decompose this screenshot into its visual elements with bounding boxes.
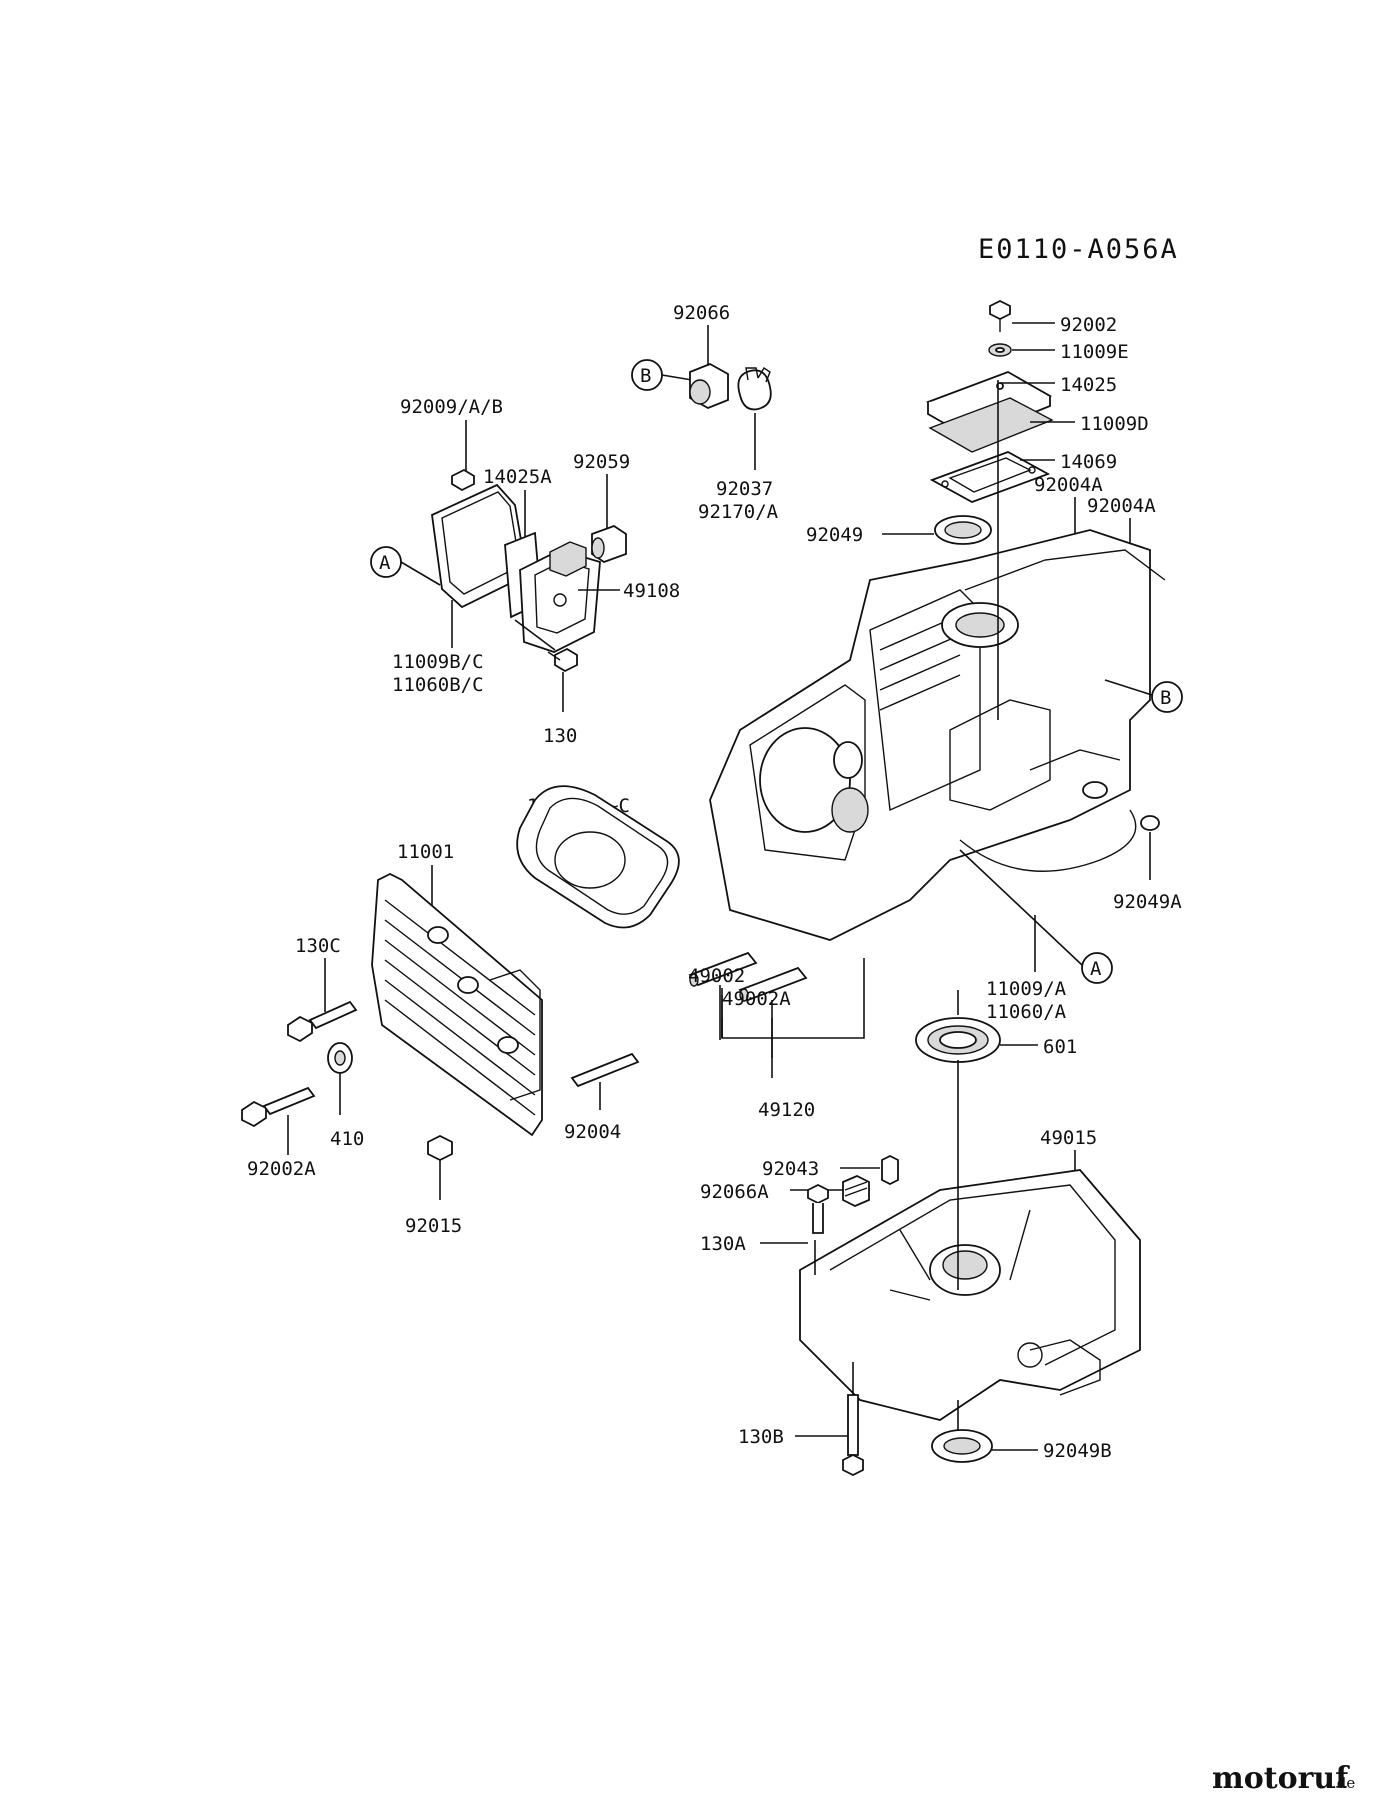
cylinder-head-11001[interactable] xyxy=(371,872,543,1137)
label-92049A: 92049A xyxy=(1113,891,1182,913)
bolt-130[interactable] xyxy=(547,647,578,673)
bearing-601[interactable] xyxy=(915,1017,1001,1063)
label-92015: 92015 xyxy=(405,1215,462,1237)
dowel-49002[interactable] xyxy=(688,951,758,987)
watermark-suffix: .de xyxy=(1332,1774,1355,1792)
label-49108: 49108 xyxy=(623,580,680,602)
svg-text:B: B xyxy=(640,365,651,387)
label-92002A: 92002A xyxy=(247,1158,316,1180)
label-92002: 92002 xyxy=(1060,314,1117,336)
label-92004A-2: 92004A xyxy=(1087,495,1156,517)
plug-92066A[interactable] xyxy=(842,1175,870,1207)
label-130B: 130B xyxy=(738,1426,784,1448)
label-92066: 92066 xyxy=(673,302,730,324)
label-92043: 92043 xyxy=(762,1158,819,1180)
cylinder-block[interactable] xyxy=(709,529,1166,941)
label-11001: 11001 xyxy=(397,841,454,863)
bolt-130C[interactable] xyxy=(287,1000,358,1043)
label-92004A-1: 92004A xyxy=(1034,474,1103,496)
head-gasket-11004[interactable] xyxy=(516,785,680,929)
label-92049B: 92049B xyxy=(1043,1440,1112,1462)
label-11060A: 11060/A xyxy=(986,1001,1067,1023)
watermark-brand: motoruf xyxy=(1212,1761,1350,1796)
label-130: 130 xyxy=(543,725,577,747)
svg-text:B: B xyxy=(1160,687,1171,709)
diagram-id: E0110-A056A xyxy=(978,234,1179,265)
callout-a-left[interactable]: A xyxy=(370,546,402,578)
bolt-92002A[interactable] xyxy=(241,1086,316,1128)
pin-92043[interactable] xyxy=(881,1154,899,1186)
label-130C: 130C xyxy=(295,935,341,957)
label-49015: 49015 xyxy=(1040,1127,1097,1149)
label-410: 410 xyxy=(330,1128,364,1150)
bolt-130A[interactable] xyxy=(807,1183,829,1234)
washer-410[interactable] xyxy=(327,1042,353,1074)
screw-92002[interactable] xyxy=(989,299,1011,332)
label-11009BC: 11009B/C xyxy=(392,651,484,673)
dowel-49002A[interactable] xyxy=(738,966,808,1002)
callout-b-right[interactable]: B xyxy=(1151,681,1183,713)
washer-11009E[interactable] xyxy=(988,343,1012,357)
label-14025A: 14025A xyxy=(483,466,552,488)
label-92059: 92059 xyxy=(573,451,630,473)
plug-92066[interactable] xyxy=(689,363,729,409)
label-49120: 49120 xyxy=(758,1099,815,1121)
label-49002A: 49002A xyxy=(722,988,791,1010)
label-92037: 92037 xyxy=(716,478,773,500)
label-11009A: 11009/A xyxy=(986,978,1067,1000)
clip-92037[interactable] xyxy=(737,367,772,411)
sleeve-92059[interactable] xyxy=(591,524,627,564)
label-49002: 49002 xyxy=(688,965,745,987)
label-601: 601 xyxy=(1043,1036,1077,1058)
callout-a-right[interactable]: A xyxy=(1081,952,1113,984)
label-92049: 92049 xyxy=(806,524,863,546)
seal-92049B[interactable] xyxy=(931,1429,993,1463)
stud-92004[interactable] xyxy=(570,1052,640,1088)
label-11009D: 11009D xyxy=(1080,413,1149,435)
label-11009E: 11009E xyxy=(1060,341,1129,363)
breather-49108[interactable] xyxy=(519,541,601,653)
callout-b-top[interactable]: B xyxy=(631,359,663,391)
svg-text:A: A xyxy=(1090,958,1102,980)
bolt-130B[interactable] xyxy=(842,1394,864,1477)
label-92009: 92009/A/B xyxy=(400,396,503,418)
label-130A: 130A xyxy=(700,1233,746,1255)
label-92004: 92004 xyxy=(564,1121,621,1143)
seal-92049[interactable] xyxy=(934,515,992,545)
seal-92049A[interactable] xyxy=(1140,815,1160,831)
svg-text:A: A xyxy=(379,552,391,574)
watermark-logo: motoruf .de xyxy=(1212,1761,1355,1796)
gasket-11009D[interactable] xyxy=(928,397,1054,453)
label-14069: 14069 xyxy=(1060,451,1117,473)
label-92066A: 92066A xyxy=(700,1181,769,1203)
nut-92015[interactable] xyxy=(427,1134,453,1162)
plate-14069[interactable] xyxy=(929,451,1051,503)
label-14025: 14025 xyxy=(1060,374,1117,396)
screw-92009[interactable] xyxy=(451,468,475,492)
crankcase-cover-49015[interactable] xyxy=(799,1169,1141,1421)
label-11060BC: 11060B/C xyxy=(392,674,484,696)
label-92170A: 92170/A xyxy=(698,501,779,523)
